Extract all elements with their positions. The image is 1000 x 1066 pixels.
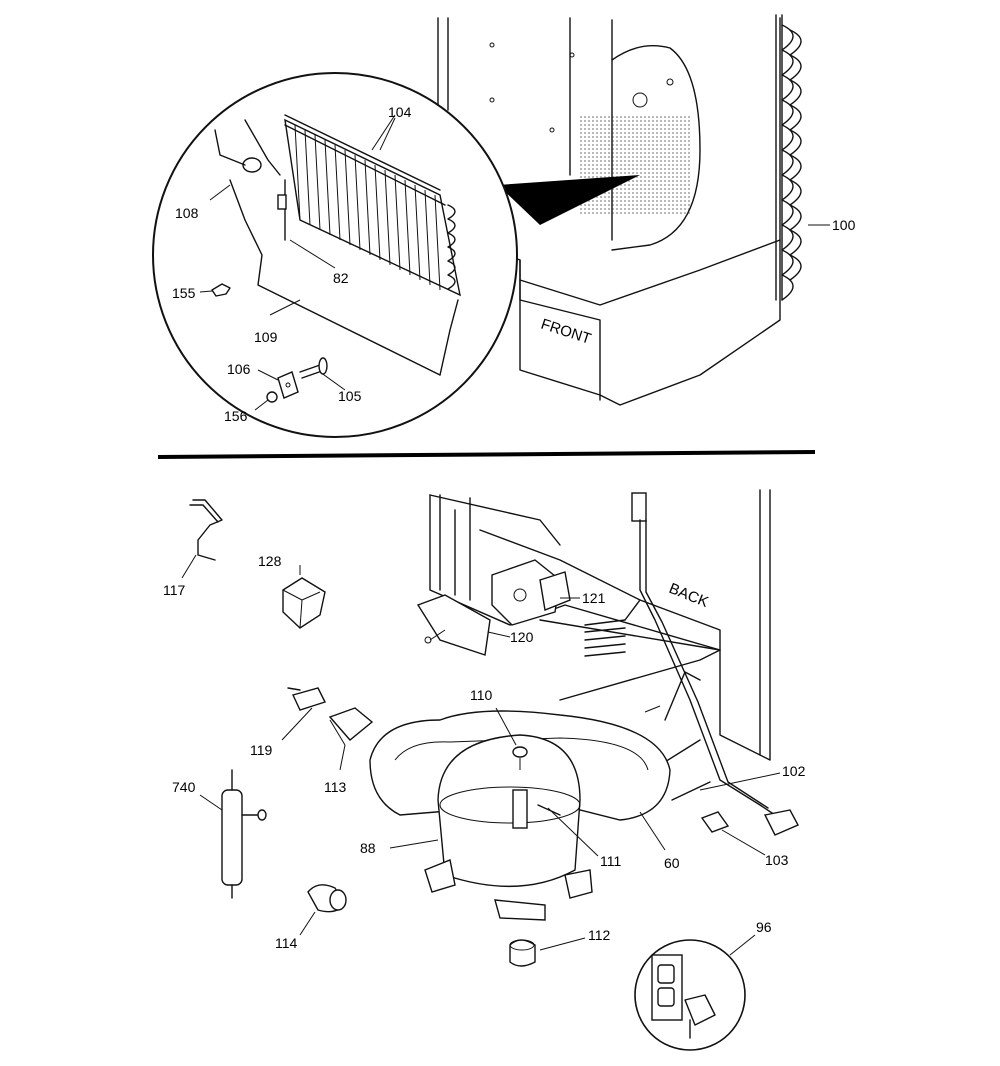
part-label-109: 109 <box>254 329 278 345</box>
capacitor-part-114 <box>299 884 347 936</box>
part-label-128: 128 <box>258 553 282 569</box>
evaporator-detail-circle <box>152 72 518 438</box>
washer-part-156 <box>254 391 278 411</box>
part-label-106: 106 <box>227 361 251 377</box>
part-label-117: 117 <box>163 582 186 598</box>
part-label-155: 155 <box>172 285 196 301</box>
part-label-82: 82 <box>333 270 349 286</box>
grommet-part-110 <box>495 707 528 770</box>
mount-part-112 <box>509 937 586 967</box>
front-label: FRONT <box>539 316 593 348</box>
relay-part-128 <box>282 565 326 629</box>
part-label-110: 110 <box>470 687 493 703</box>
part-label-114: 114 <box>275 935 298 951</box>
heater-part-82 <box>277 179 336 269</box>
defrost-timer-part-121 <box>491 559 580 626</box>
clip-part-155 <box>199 283 231 297</box>
part-label-104: 104 <box>388 104 412 120</box>
cabinet-lower <box>429 489 771 761</box>
part-label-60: 60 <box>664 855 680 871</box>
drier-part-740 <box>199 769 267 899</box>
part-label-108: 108 <box>175 205 199 221</box>
part-label-120: 120 <box>510 629 534 645</box>
thermostat-part-108 <box>209 119 459 376</box>
start-relay-part-113 <box>328 707 374 771</box>
part-label-740: 740 <box>172 779 196 795</box>
overload-part-119 <box>281 687 326 741</box>
part-label-121: 121 <box>582 590 606 606</box>
section-divider <box>157 450 816 459</box>
compressor-part-88 <box>389 734 599 921</box>
power-cord-part-102 <box>584 492 799 836</box>
part-label-102: 102 <box>782 763 806 779</box>
part-label-112: 112 <box>588 927 611 943</box>
part-label-119: 119 <box>250 742 273 758</box>
wire-part-117 <box>181 499 223 579</box>
bracket-part-120 <box>416 594 511 656</box>
evaporator-part-104 <box>284 114 461 297</box>
plate-part-106 <box>257 369 299 399</box>
part-label-103: 103 <box>765 852 789 868</box>
part-label-96: 96 <box>756 919 772 935</box>
back-label: BACK <box>667 580 711 611</box>
part-label-105: 105 <box>338 388 362 404</box>
part-label-111: 111 <box>600 853 621 869</box>
part-label-156: 156 <box>224 408 248 424</box>
bolt-part-105 <box>299 357 346 391</box>
part-label-88: 88 <box>360 840 376 856</box>
part-label-113: 113 <box>324 779 347 795</box>
condenser-coil-part-100 <box>775 14 830 301</box>
cabinet-upper <box>437 17 781 406</box>
part-label-100: 100 <box>832 217 856 233</box>
clamp-part-103 <box>700 811 766 856</box>
outlet-detail-part-96 <box>634 934 756 1051</box>
